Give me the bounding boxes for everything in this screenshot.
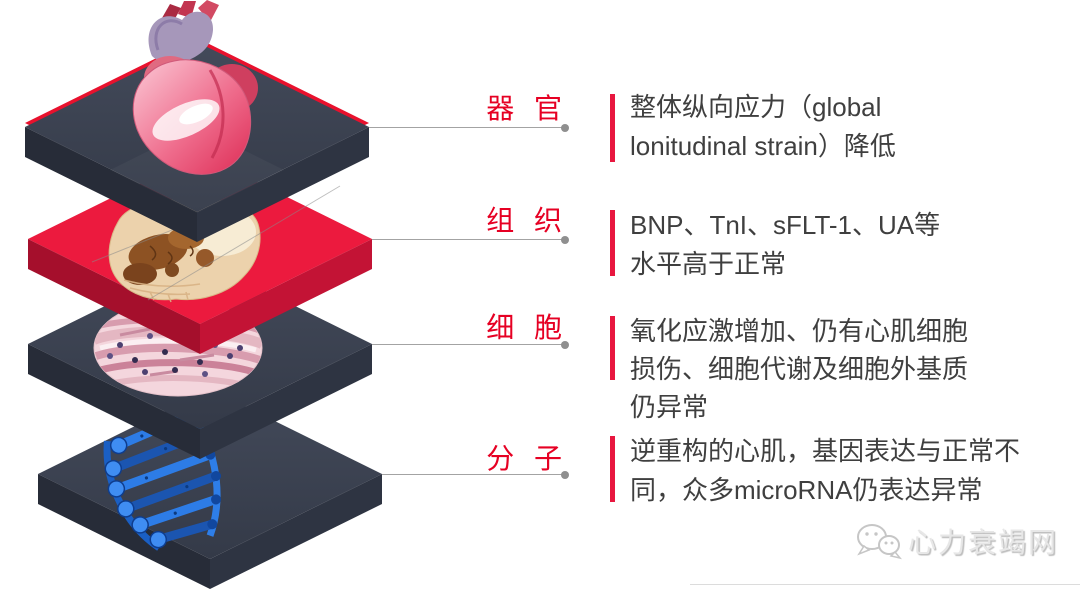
leader-line bbox=[382, 470, 569, 479]
layer-label: 分 子 bbox=[486, 443, 568, 474]
leader-dot bbox=[561, 470, 569, 479]
layer-label: 细 胞 bbox=[486, 312, 568, 343]
description-line: 整体纵向应力（global bbox=[630, 92, 882, 122]
description-line: 逆重构的心肌，基因表达与正常不 bbox=[630, 436, 1021, 466]
accent-bar bbox=[610, 210, 615, 276]
watermark-text: 心力衰竭网 bbox=[907, 527, 1058, 558]
accent-bar bbox=[610, 94, 615, 162]
leader-line bbox=[372, 340, 569, 349]
leader-line bbox=[372, 235, 569, 244]
description-line: 同，众多microRNA仍表达异常 bbox=[630, 475, 983, 505]
layer-label: 器 官 bbox=[486, 93, 568, 124]
bottom-divider bbox=[690, 584, 1080, 585]
dna-helix-illustration bbox=[103, 405, 222, 551]
heart-illustration bbox=[132, 0, 258, 175]
leader-dot bbox=[561, 123, 569, 132]
layer-description: 氧化应激增加、仍有心肌细胞损伤、细胞代谢及细胞外基质仍异常 bbox=[630, 312, 1076, 426]
layer-description: 整体纵向应力（global lonitudinal strain）降低 bbox=[630, 88, 1076, 166]
description-line: 损伤、细胞代谢及细胞外基质 bbox=[630, 354, 969, 384]
layer-description: BNP、TnI、sFLT-1、UA等水平高于正常 bbox=[630, 206, 1076, 284]
layered-stack-illustration bbox=[25, 0, 382, 589]
wechat-icon bbox=[856, 524, 902, 560]
description-line: lonitudinal strain）降低 bbox=[630, 131, 896, 161]
leader-line bbox=[369, 123, 569, 132]
leader-dot bbox=[561, 340, 569, 349]
description-line: 水平高于正常 bbox=[630, 249, 787, 279]
layer-label: 组 织 bbox=[486, 205, 568, 236]
description-line: 氧化应激增加、仍有心肌细胞 bbox=[630, 316, 969, 346]
layer-description: 逆重构的心肌，基因表达与正常不同，众多microRNA仍表达异常 bbox=[630, 432, 1076, 510]
description-line: 仍异常 bbox=[630, 392, 709, 422]
description-line: BNP、TnI、sFLT-1、UA等 bbox=[630, 210, 941, 240]
watermark: 心力衰竭网 bbox=[856, 521, 1058, 561]
leader-dot bbox=[561, 235, 569, 244]
accent-bar bbox=[610, 316, 615, 380]
accent-bar bbox=[610, 436, 615, 502]
